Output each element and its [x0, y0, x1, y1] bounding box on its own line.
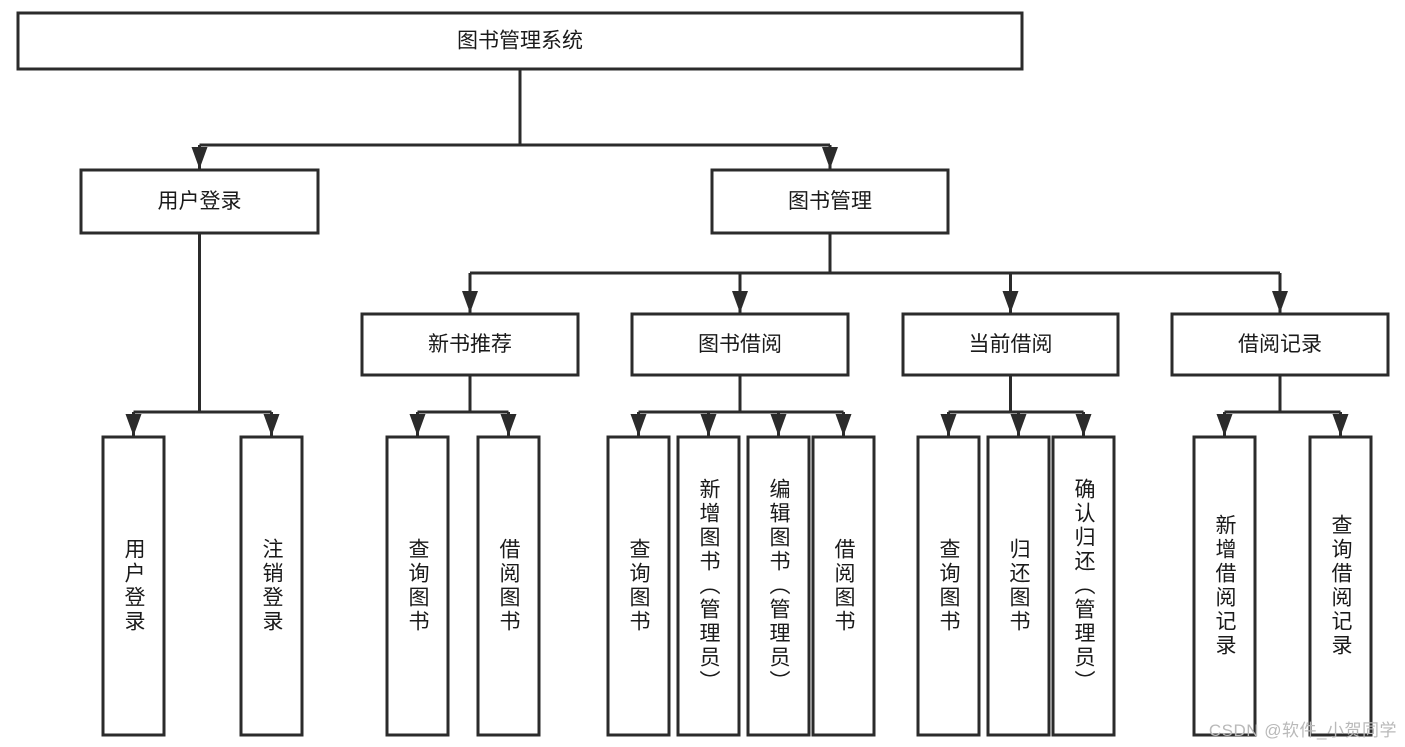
arrow-head-icon	[732, 291, 748, 313]
node-current-borrow-box[interactable]	[901, 312, 1120, 377]
arrow-head-icon	[462, 291, 478, 313]
node-book-borrow-label: 图书借阅	[698, 333, 782, 356]
node-user-login-label: 用户登录	[158, 190, 242, 213]
connector-layer	[125, 69, 1349, 436]
arrow-head-icon	[1272, 291, 1288, 313]
arrow-head-icon	[630, 414, 647, 436]
node-leaf-edit-book-box[interactable]	[746, 435, 811, 737]
node-borrow-record-box[interactable]	[1170, 312, 1390, 377]
arrow-head-icon	[1010, 414, 1027, 436]
node-current-borrow-label: 当前借阅	[969, 333, 1053, 356]
arrow-head-icon	[940, 414, 957, 436]
node-leaf-add-record-box[interactable]	[1192, 435, 1257, 737]
arrow-head-icon	[835, 414, 852, 436]
arrow-head-icon	[1216, 414, 1233, 436]
arrow-head-icon	[500, 414, 517, 436]
arrow-head-icon	[191, 147, 208, 169]
arrow-head-icon	[409, 414, 426, 436]
watermark-text: CSDN @软件_小贺同学	[1208, 721, 1397, 740]
node-leaf-logout-login-box[interactable]	[239, 435, 304, 737]
arrow-head-icon	[770, 414, 787, 436]
node-leaf-query-book-3-box[interactable]	[916, 435, 981, 737]
node-leaf-query-record-box[interactable]	[1308, 435, 1373, 737]
node-leaf-return-book-box[interactable]	[986, 435, 1051, 737]
node-user-login-box[interactable]	[79, 168, 320, 235]
node-leaf-query-book-1-box[interactable]	[385, 435, 450, 737]
arrow-head-icon	[263, 414, 280, 436]
node-leaf-confirm-return-box[interactable]	[1051, 435, 1116, 737]
arrow-head-icon	[822, 147, 838, 169]
node-book-borrow-box[interactable]	[630, 312, 850, 377]
node-leaf-user-login-box[interactable]	[101, 435, 166, 737]
node-borrow-record-label: 借阅记录	[1238, 333, 1322, 356]
node-leaf-borrow-book-2-box[interactable]	[811, 435, 876, 737]
node-leaf-query-book-2-box[interactable]	[606, 435, 671, 737]
arrow-head-icon	[125, 414, 142, 436]
node-new-book-recommend-box[interactable]	[360, 312, 580, 377]
node-leaf-add-book-box[interactable]	[676, 435, 741, 737]
root-node-box[interactable]	[16, 11, 1024, 71]
arrow-head-icon	[1332, 414, 1349, 436]
node-book-management-label: 图书管理	[788, 190, 872, 213]
arrow-head-icon	[1002, 291, 1019, 313]
node-book-management-box[interactable]	[710, 168, 950, 235]
node-new-book-recommend-label: 新书推荐	[428, 333, 512, 356]
arrow-head-icon	[1075, 414, 1092, 436]
root-node-label: 图书管理系统	[457, 30, 583, 53]
arrow-head-icon	[700, 414, 717, 436]
node-leaf-borrow-book-1-box[interactable]	[476, 435, 541, 737]
